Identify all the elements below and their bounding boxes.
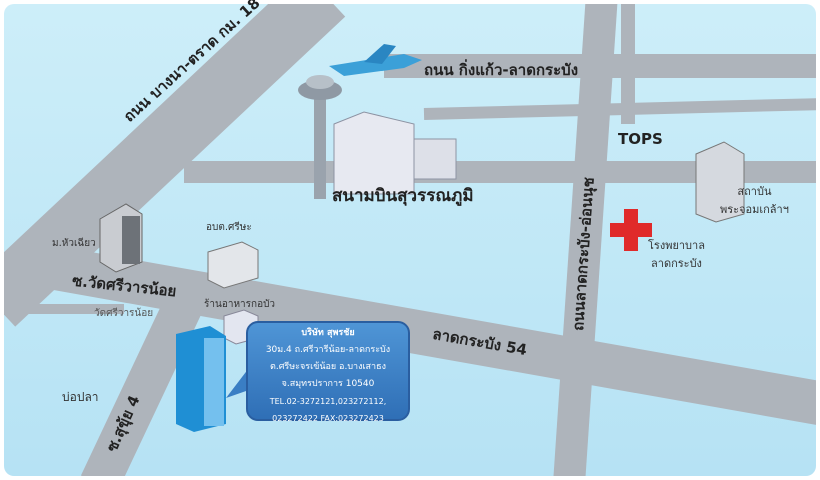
road-latkrabang-onnut bbox=[553, 4, 618, 476]
road-upper-horizontal bbox=[423, 98, 816, 120]
company-info-callout: บริษัท สุพรชัย 30ม.4 ถ.ศรีวารีน้อย-ลาดกร… bbox=[246, 321, 410, 423]
institute-building-icon bbox=[695, 141, 745, 223]
tall-building-hua-chiao-icon bbox=[99, 203, 143, 273]
airplane-icon bbox=[329, 44, 422, 76]
company-phone-1: TEL.02-3272121,023272112, bbox=[269, 397, 387, 406]
road-label-kingkaew: ถนน กิ่งแก้ว-ลาดกระบัง bbox=[424, 61, 579, 79]
obt-label: อบต.ศรีษะ bbox=[206, 222, 252, 233]
company-address-2: ต.ศรีษะจรเข้น้อย อ.บางเสาธง bbox=[270, 362, 386, 372]
airport-building-icon bbox=[333, 111, 457, 195]
road-latkrabang-54 bbox=[40, 244, 816, 425]
hospital-label-line1: โรงพยาบาล bbox=[648, 239, 705, 252]
hospital-cross-icon bbox=[610, 209, 652, 251]
institute-label-line2: พระจอมเกล้าฯ bbox=[720, 203, 789, 216]
road-network bbox=[4, 4, 816, 476]
building-obt-icon bbox=[207, 241, 259, 289]
bo-pla-label: บ่อปลา bbox=[62, 390, 99, 404]
restaurant-label: ร้านอาหารกอบัว bbox=[204, 299, 276, 310]
tops-label: TOPS bbox=[618, 130, 663, 148]
institute-label: สถาบัน พระจอมเกล้าฯ bbox=[720, 182, 789, 218]
company-building-icon bbox=[176, 326, 226, 432]
company-phone-2: 023272422 FAX:023272423 bbox=[272, 414, 384, 423]
map-background bbox=[4, 4, 816, 476]
hospital-label-line2: ลาดกระบัง bbox=[651, 257, 702, 270]
company-name: บริษัท สุพรชัย bbox=[301, 328, 355, 338]
temple-label: วัดศรีวารน้อย bbox=[94, 308, 154, 319]
hospital-label: โรงพยาบาล ลาดกระบัง bbox=[648, 236, 705, 272]
company-address-3: จ.สมุทรปราการ 10540 bbox=[281, 379, 375, 389]
hua-chiao-label: ม.หัวเฉียว bbox=[52, 238, 96, 249]
institute-label-line1: สถาบัน bbox=[737, 185, 772, 198]
airport-label: สนามบินสุวรรณภูมิ bbox=[332, 186, 474, 206]
company-address-1: 30ม.4 ถ.ศรีวารีน้อย-ลาดกระบัง bbox=[265, 345, 391, 355]
control-tower-icon bbox=[298, 75, 342, 199]
road-suksui-4 bbox=[80, 295, 203, 476]
